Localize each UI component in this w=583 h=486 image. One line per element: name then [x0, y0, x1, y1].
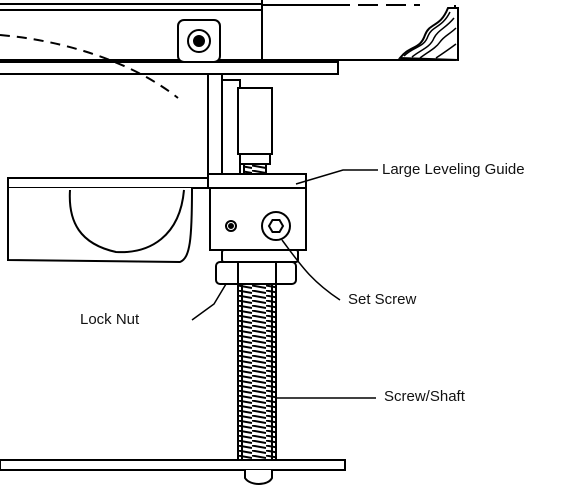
leader-set-screw [281, 239, 341, 301]
large-leveling-guide-label: Large Leveling Guide [382, 161, 525, 178]
top-bolt [177, 19, 221, 63]
screw-shaft-label: Screw/Shaft [384, 388, 465, 405]
set-screw-label: Set Screw [348, 291, 417, 308]
lock-nut-label: Lock Nut [80, 311, 140, 328]
lock-nut [215, 249, 299, 285]
screw-shaft [237, 283, 277, 461]
set-screw [261, 211, 291, 241]
top-plate [0, 0, 459, 75]
swing-path-arc [0, 34, 179, 99]
leader-large-leveling-guide [295, 169, 378, 185]
mount-bracket [207, 73, 273, 175]
base-plate [0, 459, 346, 485]
side-rail [7, 177, 217, 264]
leader-lock-nut [191, 283, 227, 321]
large-leveling-guide [207, 173, 307, 251]
